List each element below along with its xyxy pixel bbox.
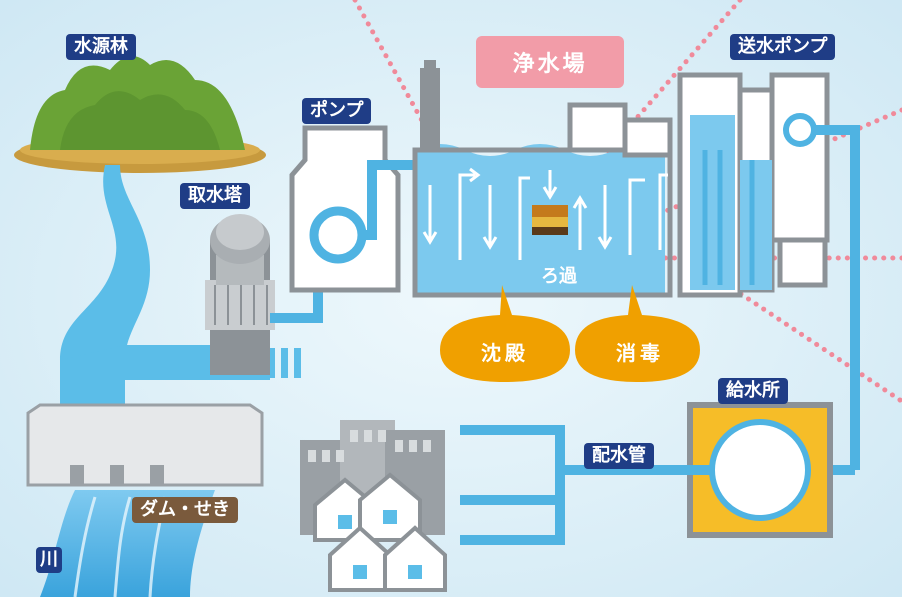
label-distribution-pipe: 配水管 [584,443,654,469]
process-bubbles [440,285,700,382]
pump-house [289,125,418,293]
transmission-pump-building [677,72,860,470]
label-intake-tower: 取水塔 [180,183,250,209]
supply-station [687,402,855,538]
label-supply-station: 給水所 [718,378,788,404]
label-pump: ポンプ [302,98,372,124]
label-transmission-pump: 送水ポンプ [730,34,836,60]
label-dam: ダム・せき [132,497,238,523]
intake-bars [268,348,301,378]
distribution-pipes [460,425,712,545]
forest [14,56,266,173]
label-filtration: ろ過 [541,266,577,287]
title-water-treatment-plant: 浄水場 [476,36,624,88]
bubble-sedimentation: 沈殿 [481,341,529,365]
dam [26,403,264,487]
intake-tower [205,214,275,375]
bubble-disinfection: 消毒 [616,341,664,365]
city [300,420,447,592]
treatment-basin [412,60,673,298]
label-river: 川 [36,547,62,573]
label-source-forest: 水源林 [66,34,136,60]
